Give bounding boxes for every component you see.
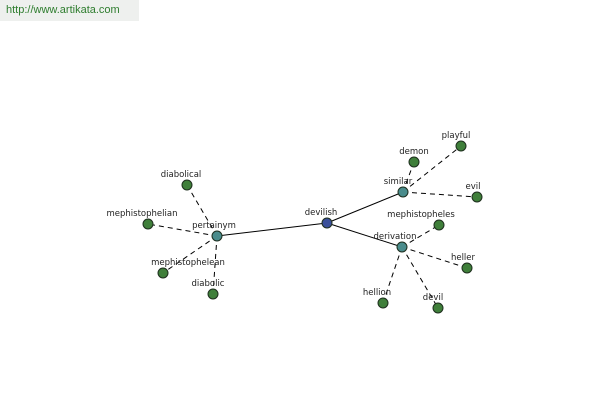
label-diabolic: diabolic bbox=[192, 279, 225, 289]
edge-derivation-devil bbox=[401, 246, 439, 309]
node-mephistopheles[interactable] bbox=[433, 219, 445, 231]
label-diabolical: diabolical bbox=[161, 170, 202, 180]
label-demon: demon bbox=[399, 147, 429, 157]
edge-pertainym-diabolical bbox=[186, 184, 218, 237]
node-hellion[interactable] bbox=[377, 297, 389, 309]
edge-derivation-heller bbox=[401, 246, 468, 269]
node-devil[interactable] bbox=[432, 302, 444, 314]
node-mephistophelean[interactable] bbox=[157, 267, 169, 279]
node-pertainym[interactable] bbox=[211, 230, 223, 242]
edge-derivation-hellion bbox=[382, 246, 403, 304]
label-mephistophelean: mephistophelean bbox=[151, 258, 225, 268]
node-playful[interactable] bbox=[455, 140, 467, 152]
node-demon[interactable] bbox=[408, 156, 420, 168]
label-derivation: derivation bbox=[373, 232, 416, 242]
label-devil: devil bbox=[423, 293, 443, 303]
edge-derivation-mephistopheles bbox=[401, 224, 440, 248]
label-devilish: devilish bbox=[305, 208, 338, 218]
node-derivation[interactable] bbox=[396, 241, 408, 253]
edge-similar-evil bbox=[402, 191, 478, 198]
label-evil: evil bbox=[466, 182, 481, 192]
edge-similar-playful bbox=[402, 145, 462, 193]
label-playful: playful bbox=[442, 131, 471, 141]
edge-devilish-derivation bbox=[326, 222, 403, 248]
edge-pertainym-mephistophelian bbox=[147, 223, 218, 237]
label-similar: similar bbox=[384, 177, 413, 187]
node-mephistophelian[interactable] bbox=[142, 218, 154, 230]
node-devilish[interactable] bbox=[321, 217, 333, 229]
label-mephistopheles: mephistopheles bbox=[387, 210, 455, 220]
label-hellion: hellion bbox=[363, 288, 391, 298]
label-mephistophelian: mephistophelian bbox=[107, 209, 178, 219]
node-similar[interactable] bbox=[397, 186, 409, 198]
watermark-link[interactable]: http://www.artikata.com bbox=[0, 0, 139, 21]
edge-devilish-pertainym bbox=[216, 222, 328, 237]
edge-devilish-similar bbox=[326, 191, 404, 224]
node-diabolical[interactable] bbox=[181, 179, 193, 191]
node-evil[interactable] bbox=[471, 191, 483, 203]
label-heller: heller bbox=[451, 253, 476, 263]
node-diabolic[interactable] bbox=[207, 288, 219, 300]
edge-pertainym-mephistophelean bbox=[162, 235, 218, 274]
node-heller[interactable] bbox=[461, 262, 473, 274]
edge-pertainym-diabolic bbox=[212, 235, 218, 295]
label-pertainym: pertainym bbox=[192, 221, 236, 231]
